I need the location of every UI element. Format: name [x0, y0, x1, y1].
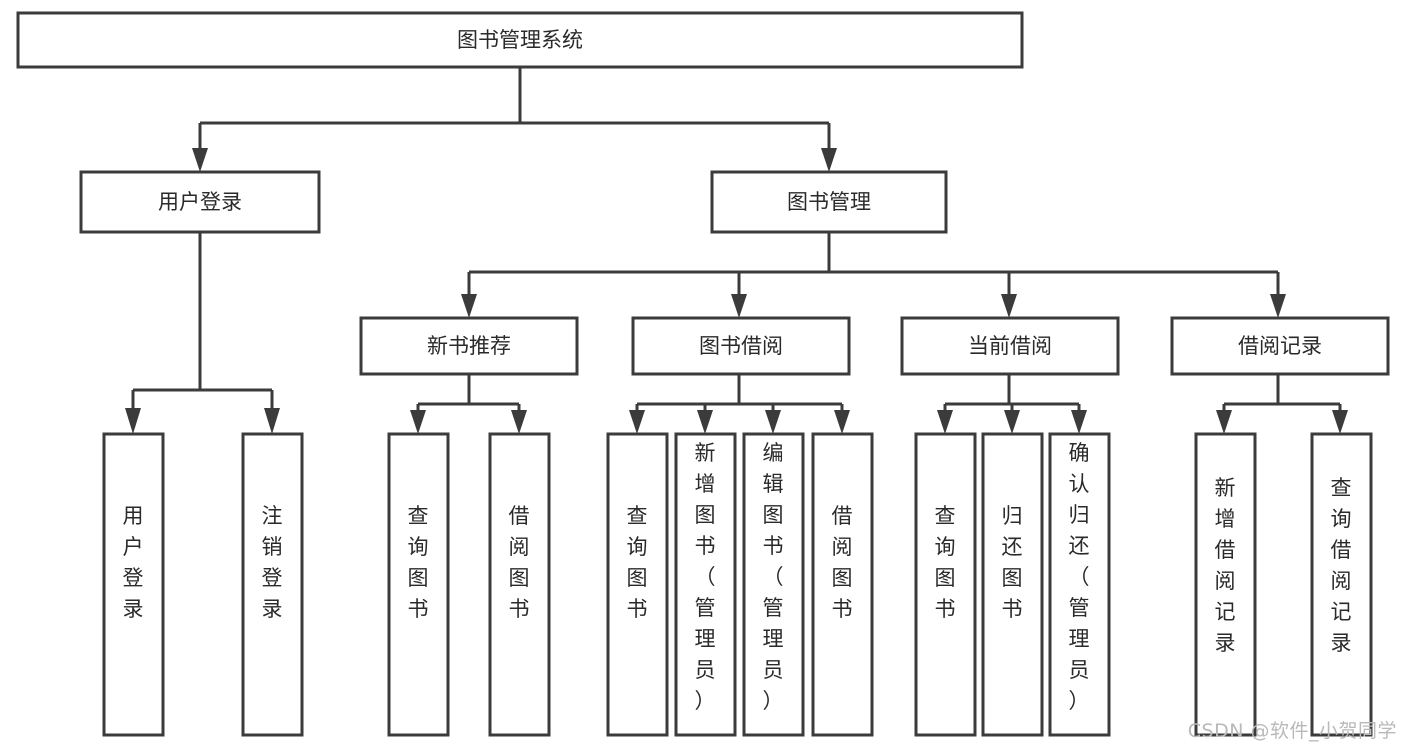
arrowhead-borrow-record [1270, 294, 1286, 318]
node-current-borrow-box[interactable] [900, 316, 1120, 376]
node-leaf-borrow-book-2-label: 借阅图书 [832, 504, 853, 621]
node-leaf-borrow-book-1-box[interactable] [488, 432, 551, 737]
arrowhead-leaf-return-book [1004, 410, 1020, 434]
node-leaf-edit-book-admin[interactable]: 编辑图书（管理员） [742, 432, 805, 737]
node-leaf-query-borrow-record-label: 查询借阅记录 [1331, 476, 1352, 655]
arrowhead-leaf-user-login [125, 408, 141, 434]
node-leaf-logout-login[interactable]: 注销登录 [241, 432, 304, 737]
node-user-login[interactable]: 用户登录 [79, 170, 321, 234]
node-leaf-confirm-return-admin[interactable]: 确认归还（管理员） [1048, 432, 1111, 737]
arrowhead-leaf-logout-login [264, 408, 280, 434]
node-leaf-logout-login-label: 注销登录 [262, 504, 283, 621]
arrowhead-new-book-recommend [461, 294, 477, 318]
node-leaf-query-borrow-record[interactable]: 查询借阅记录 [1310, 432, 1373, 737]
node-leaf-query-book-3-box[interactable] [914, 432, 977, 737]
node-leaf-logout-login-box[interactable] [241, 432, 304, 737]
node-leaf-query-book-3-label: 查询图书 [935, 504, 956, 621]
node-root-label: 图书管理系统 [457, 28, 583, 52]
arrowhead-leaf-borrow-book-1 [511, 410, 527, 434]
node-root-box[interactable] [16, 11, 1024, 69]
arrowhead-leaf-confirm-return-admin [1071, 410, 1087, 434]
arrowhead-book-borrow [731, 294, 747, 318]
arrowhead-leaf-borrow-book-2 [834, 410, 850, 434]
node-book-borrow[interactable]: 图书借阅 [631, 316, 851, 376]
arrowhead-leaf-query-borrow-record [1332, 410, 1348, 434]
node-root[interactable]: 图书管理系统 [16, 11, 1024, 69]
node-leaf-add-borrow-record-label: 新增借阅记录 [1215, 476, 1236, 655]
node-leaf-edit-book-admin-box[interactable] [742, 432, 805, 737]
node-leaf-edit-book-admin-label: 编辑图书（管理员） [763, 441, 784, 713]
node-leaf-add-borrow-record-box[interactable] [1194, 432, 1257, 737]
node-book-manage-label: 图书管理 [787, 190, 871, 214]
node-leaf-query-book-2-label: 查询图书 [627, 504, 648, 621]
node-current-borrow[interactable]: 当前借阅 [900, 316, 1120, 376]
arrowhead-leaf-edit-book-admin [765, 410, 781, 434]
arrowhead-leaf-add-book-admin [697, 410, 713, 434]
node-new-book-recommend-box[interactable] [359, 316, 579, 376]
node-leaf-add-book-admin[interactable]: 新增图书（管理员） [674, 432, 737, 737]
node-leaf-borrow-book-2[interactable]: 借阅图书 [811, 432, 874, 737]
node-leaf-borrow-book-1[interactable]: 借阅图书 [488, 432, 551, 737]
node-leaf-borrow-book-2-box[interactable] [811, 432, 874, 737]
node-leaf-confirm-return-admin-label: 确认归还（管理员） [1069, 441, 1090, 713]
node-borrow-record-box[interactable] [1170, 316, 1390, 376]
node-leaf-borrow-book-1-label: 借阅图书 [509, 504, 530, 621]
node-borrow-record[interactable]: 借阅记录 [1170, 316, 1390, 376]
arrowhead-leaf-query-book-1 [410, 410, 426, 434]
node-leaf-query-book-3[interactable]: 查询图书 [914, 432, 977, 737]
node-user-login-label: 用户登录 [158, 190, 242, 214]
node-current-borrow-label: 当前借阅 [968, 334, 1052, 358]
arrowhead-current-borrow [1001, 294, 1017, 318]
arrowhead-userlogin [192, 148, 208, 172]
node-leaf-query-borrow-record-box[interactable] [1310, 432, 1373, 737]
arrowhead-bookmanage [821, 148, 837, 172]
node-leaf-query-book-1-box[interactable] [387, 432, 450, 737]
arrowhead-leaf-add-borrow-record [1216, 410, 1232, 434]
node-book-manage-box[interactable] [710, 170, 948, 234]
node-leaf-user-login-label: 用户登录 [123, 504, 144, 621]
node-leaf-add-book-admin-box[interactable] [674, 432, 737, 737]
node-leaf-confirm-return-admin-box[interactable] [1048, 432, 1111, 737]
node-user-login-box[interactable] [79, 170, 321, 234]
node-book-manage[interactable]: 图书管理 [710, 170, 948, 234]
node-book-borrow-label: 图书借阅 [699, 334, 783, 358]
node-leaf-query-book-2-box[interactable] [606, 432, 669, 737]
node-book-borrow-box[interactable] [631, 316, 851, 376]
node-new-book-recommend-label: 新书推荐 [427, 334, 511, 358]
node-leaf-return-book-label: 归还图书 [1002, 504, 1023, 621]
node-new-book-recommend[interactable]: 新书推荐 [359, 316, 579, 376]
connector-layer [125, 67, 1348, 434]
node-leaf-return-book-box[interactable] [981, 432, 1044, 737]
node-leaf-query-book-1-label: 查询图书 [408, 504, 429, 621]
arrowhead-leaf-query-book-3 [937, 410, 953, 434]
node-leaf-add-borrow-record[interactable]: 新增借阅记录 [1194, 432, 1257, 737]
node-leaf-user-login-box[interactable] [102, 432, 165, 737]
arrowhead-leaf-query-book-2 [629, 410, 645, 434]
node-leaf-return-book[interactable]: 归还图书 [981, 432, 1044, 737]
watermark-label: CSDN @软件_小贺同学 [1187, 720, 1397, 742]
node-leaf-query-book-1[interactable]: 查询图书 [387, 432, 450, 737]
node-leaf-query-book-2[interactable]: 查询图书 [606, 432, 669, 737]
node-borrow-record-label: 借阅记录 [1238, 334, 1322, 358]
node-leaf-add-book-admin-label: 新增图书（管理员） [695, 441, 716, 713]
node-leaf-user-login[interactable]: 用户登录 [102, 432, 165, 737]
